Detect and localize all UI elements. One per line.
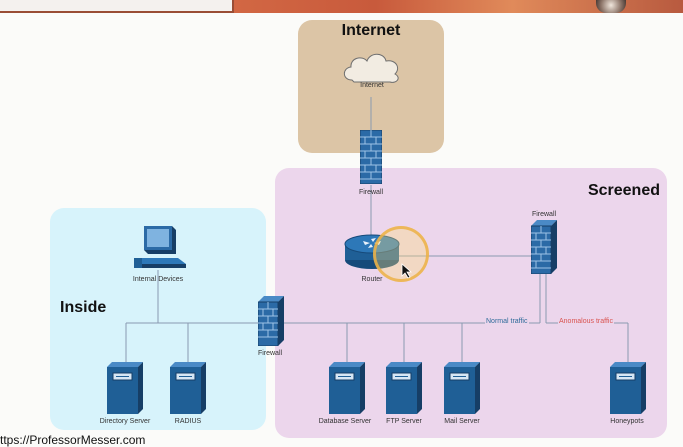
firewall-top-icon [359,129,383,185]
cloud-icon [338,46,406,88]
firewall-right-label: Firewall [531,211,557,218]
firewall-inside-label: Firewall [257,350,283,357]
server-tower-icon[interactable] [610,362,646,414]
ftp-server-label: FTP Server [386,418,422,425]
server-tower-icon[interactable] [329,362,365,414]
zone-screened-title: Screened [587,182,660,199]
zone-inside-title: Inside [60,299,107,316]
router-label: Router [361,276,383,283]
honeypots-label: Honeypots [610,418,644,425]
mouse-pointer-icon [401,263,413,279]
banner-logo [596,0,626,13]
mail-server-label: Mail Server [444,418,480,425]
footer-url: ttps://ProfessorMesser.com [0,433,146,447]
firewall-right-icon [530,220,557,275]
server-tower-icon[interactable] [386,362,422,414]
server-tower-icon[interactable] [170,362,206,414]
banner-inset [0,0,234,13]
directory-server-label: Directory Server [99,418,151,425]
zone-internet-title: Internet [341,22,401,39]
internal-devices-label: Internal Devices [132,276,184,283]
firewall-top-label: Firewall [358,189,384,196]
cursor-highlight [373,226,429,282]
top-banner [0,0,683,13]
cloud-label: Internet [360,82,384,89]
normal-traffic-label: Normal traffic [485,318,529,325]
radius-label: RADIUS [174,418,202,425]
desktop-computer-icon[interactable] [132,224,188,270]
server-tower-icon[interactable] [444,362,480,414]
anomalous-traffic-label: Anomalous traffic [558,318,614,325]
database-server-label: Database Server [318,418,372,425]
server-tower-icon[interactable] [107,362,143,414]
firewall-inside-icon [257,296,284,347]
